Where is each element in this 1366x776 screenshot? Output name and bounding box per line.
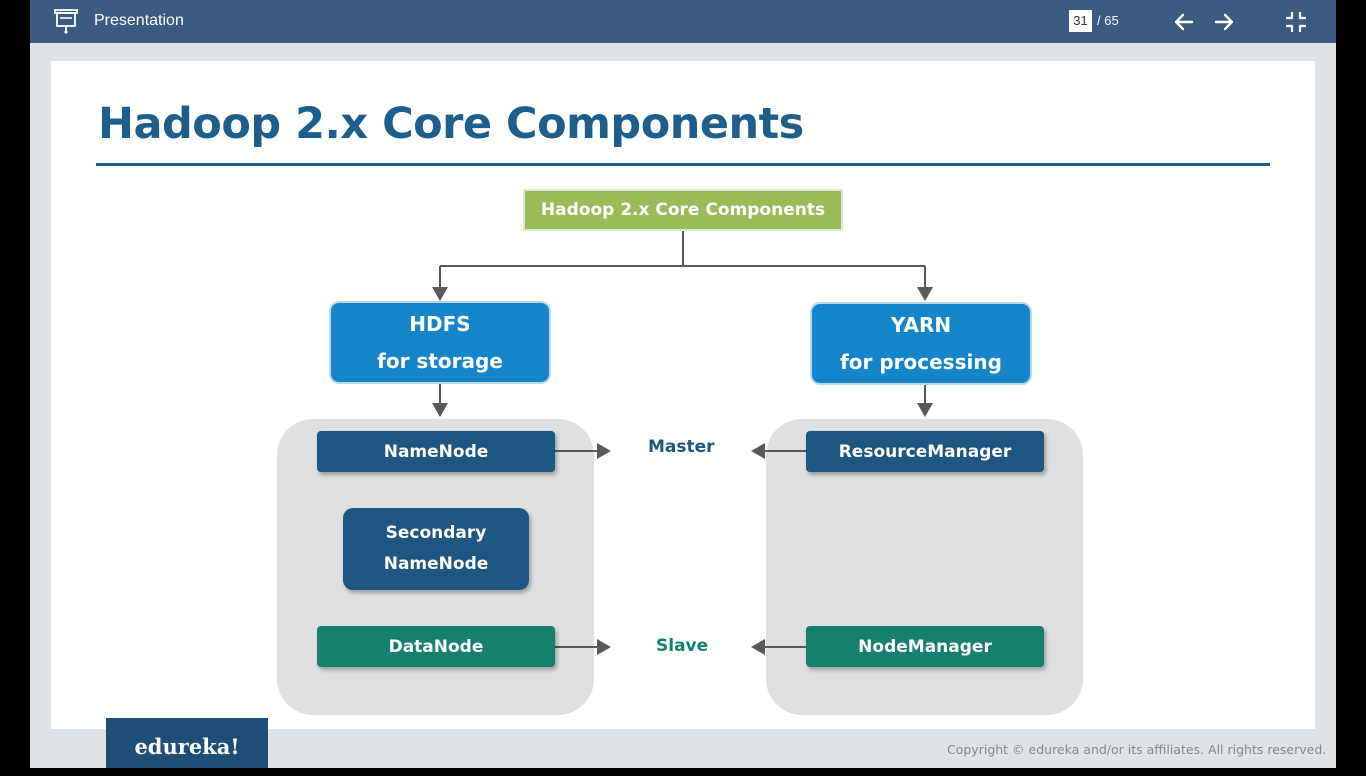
namenode-label: NameNode: [383, 441, 489, 462]
page-total: / 65: [1097, 13, 1119, 28]
namenode-box: NameNode: [317, 431, 555, 472]
resourcemanager-label: ResourceManager: [838, 441, 1012, 462]
yarn-subtitle: for processing: [840, 349, 1002, 374]
title-divider: [96, 163, 1270, 166]
resourcemanager-box: ResourceManager: [806, 431, 1044, 472]
master-label: Master: [648, 437, 715, 457]
datanode-label: DataNode: [388, 636, 484, 657]
secondary-line2: NameNode: [383, 554, 489, 574]
yarn-box: YARN for processing: [810, 302, 1032, 385]
slave-label: Slave: [656, 636, 709, 656]
datanode-box: DataNode: [317, 626, 555, 667]
nodemanager-label: NodeManager: [858, 636, 992, 657]
nodemanager-box: NodeManager: [806, 626, 1044, 667]
presentation-toolbar: Presentation 31 / 65: [30, 0, 1336, 43]
presentation-icon: [54, 9, 78, 34]
root-component-label: Hadoop 2.x Core Components: [540, 200, 826, 220]
presentation-title: Presentation: [94, 12, 184, 29]
secondary-line1: Secondary: [385, 523, 487, 543]
hdfs-title: HDFS: [409, 311, 471, 336]
hdfs-subtitle: for storage: [377, 348, 503, 373]
next-slide-button[interactable]: [1212, 10, 1236, 34]
edureka-logo: edureka!: [106, 718, 268, 768]
copyright-text: Copyright © edureka and/or its affiliate…: [947, 742, 1327, 757]
slide: Hadoop 2.x Core Components Hadoop 2.x Co…: [51, 61, 1315, 729]
yarn-title: YARN: [890, 312, 952, 337]
hdfs-box: HDFS for storage: [329, 301, 551, 384]
connector-lines: [432, 231, 933, 655]
secondary-namenode-box: Secondary NameNode: [343, 508, 529, 590]
root-component-box: Hadoop 2.x Core Components: [523, 189, 843, 231]
slide-title: Hadoop 2.x Core Components: [98, 99, 804, 149]
page-number-input[interactable]: 31: [1069, 10, 1092, 32]
exit-fullscreen-button[interactable]: [1284, 10, 1308, 34]
previous-slide-button[interactable]: [1172, 10, 1196, 34]
